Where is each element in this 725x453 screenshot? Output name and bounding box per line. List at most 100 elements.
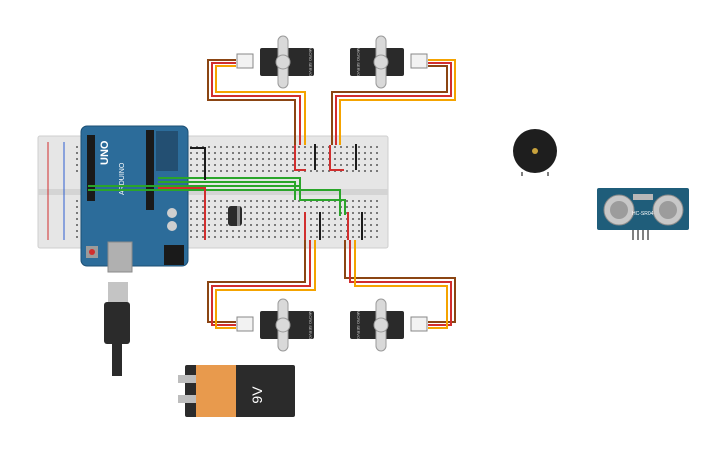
breadboard-hole	[310, 158, 312, 160]
breadboard-hole	[280, 224, 282, 226]
breadboard-hole	[238, 236, 240, 238]
breadboard-hole	[244, 170, 246, 172]
breadboard-hole	[310, 206, 312, 208]
wire-green-4[interactable]	[88, 189, 341, 216]
breadboard-hole	[364, 158, 366, 160]
wire-red-top-1[interactable]	[294, 145, 306, 171]
breadboard-hole	[364, 164, 366, 166]
breadboard-hole	[214, 212, 216, 214]
wire-red-power[interactable]	[158, 187, 206, 240]
breadboard-hole	[352, 206, 354, 208]
breadboard-hole	[196, 218, 198, 220]
usb-port[interactable]	[107, 241, 133, 273]
breadboard-hole	[244, 206, 246, 208]
breadboard-hole	[268, 218, 270, 220]
breadboard-hole	[298, 218, 300, 220]
battery-9v[interactable]: 9V	[178, 365, 295, 417]
arduino-uno[interactable]: UNO ARDUINO	[80, 125, 189, 273]
breadboard-hole	[358, 212, 360, 214]
breadboard-hole	[352, 170, 354, 172]
breadboard-hole	[376, 200, 378, 202]
breadboard-hole	[346, 200, 348, 202]
breadboard-hole	[268, 158, 270, 160]
wire-green-2[interactable]	[158, 181, 296, 200]
arduino-brand-label: ARDUINO	[119, 162, 126, 195]
breadboard-hole	[268, 152, 270, 154]
battery-label: 9V	[249, 386, 265, 404]
wire-red-top-2[interactable]	[329, 145, 344, 171]
breadboard-hole	[76, 206, 78, 208]
electrolytic-capacitor[interactable]	[228, 206, 242, 226]
breadboard-hole	[268, 236, 270, 238]
servo-bottom-right[interactable]: MICRO SERVO	[350, 298, 428, 352]
breadboard-hole	[364, 224, 366, 226]
breadboard-hole	[208, 200, 210, 202]
breadboard-hole	[244, 212, 246, 214]
breadboard-hole	[376, 170, 378, 172]
breadboard-hole	[298, 152, 300, 154]
breadboard-hole	[280, 200, 282, 202]
breadboard-hole	[316, 152, 318, 154]
breadboard-hole	[208, 236, 210, 238]
breadboard-hole	[364, 152, 366, 154]
breadboard-hole	[268, 230, 270, 232]
breadboard-hole	[298, 158, 300, 160]
breadboard-hole	[208, 170, 210, 172]
servo-label: MICRO SERVO	[308, 311, 313, 339]
breadboard-hole	[316, 170, 318, 172]
breadboard-hole	[208, 158, 210, 160]
breadboard-hole	[298, 164, 300, 166]
breadboard-hole	[196, 152, 198, 154]
breadboard-hole	[340, 164, 342, 166]
breadboard-hole	[226, 218, 228, 220]
breadboard-hole	[256, 200, 258, 202]
breadboard-hole	[274, 224, 276, 226]
breadboard-hole	[220, 236, 222, 238]
breadboard-hole	[232, 146, 234, 148]
arduino-model-label: UNO	[99, 140, 111, 165]
breadboard-hole	[256, 206, 258, 208]
breadboard-hole	[226, 158, 228, 160]
servo-connector[interactable]	[236, 53, 254, 69]
breadboard-hole	[364, 212, 366, 214]
breadboard-hole	[208, 230, 210, 232]
servo-top-right[interactable]: MICRO SERVO	[350, 35, 428, 89]
breadboard-hole	[256, 218, 258, 220]
wire-green-1[interactable]	[158, 177, 346, 215]
breadboard-hole	[322, 164, 324, 166]
battery-terminal-positive	[178, 375, 196, 383]
servo-top-left[interactable]: MICRO SERVO	[236, 35, 314, 89]
breadboard-hole	[208, 218, 210, 220]
piezo-buzzer[interactable]	[513, 129, 557, 176]
servo-bottom-left[interactable]: MICRO SERVO	[236, 298, 314, 352]
breadboard-hole	[214, 158, 216, 160]
power-jack[interactable]	[164, 245, 184, 265]
breadboard-hole	[304, 164, 306, 166]
breadboard-hole	[220, 164, 222, 166]
capacitor-1	[167, 208, 177, 218]
breadboard-hole	[280, 158, 282, 160]
breadboard-hole	[334, 146, 336, 148]
breadboard-hole	[208, 212, 210, 214]
breadboard-hole	[310, 164, 312, 166]
breadboard-hole	[262, 164, 264, 166]
breadboard-hole	[232, 230, 234, 232]
servo-connector[interactable]	[410, 316, 428, 332]
wire-black-ground[interactable]	[190, 147, 206, 180]
breadboard-hole	[274, 152, 276, 154]
wire-green-3[interactable]	[88, 185, 301, 194]
breadboard-hole	[352, 200, 354, 202]
breadboard-hole	[334, 158, 336, 160]
breadboard-hole	[268, 200, 270, 202]
wire-group	[88, 59, 456, 329]
crystal	[633, 194, 653, 200]
breadboard-hole	[376, 206, 378, 208]
ultrasonic-sensor[interactable]: HC-SR04	[597, 188, 689, 240]
breadboard-hole	[292, 170, 294, 172]
breadboard-hole	[76, 152, 78, 154]
servo-connector[interactable]	[236, 316, 254, 332]
breadboard-hole	[244, 146, 246, 148]
breadboard-hole	[328, 224, 330, 226]
breadboard-hole	[322, 218, 324, 220]
servo-connector[interactable]	[410, 53, 428, 69]
